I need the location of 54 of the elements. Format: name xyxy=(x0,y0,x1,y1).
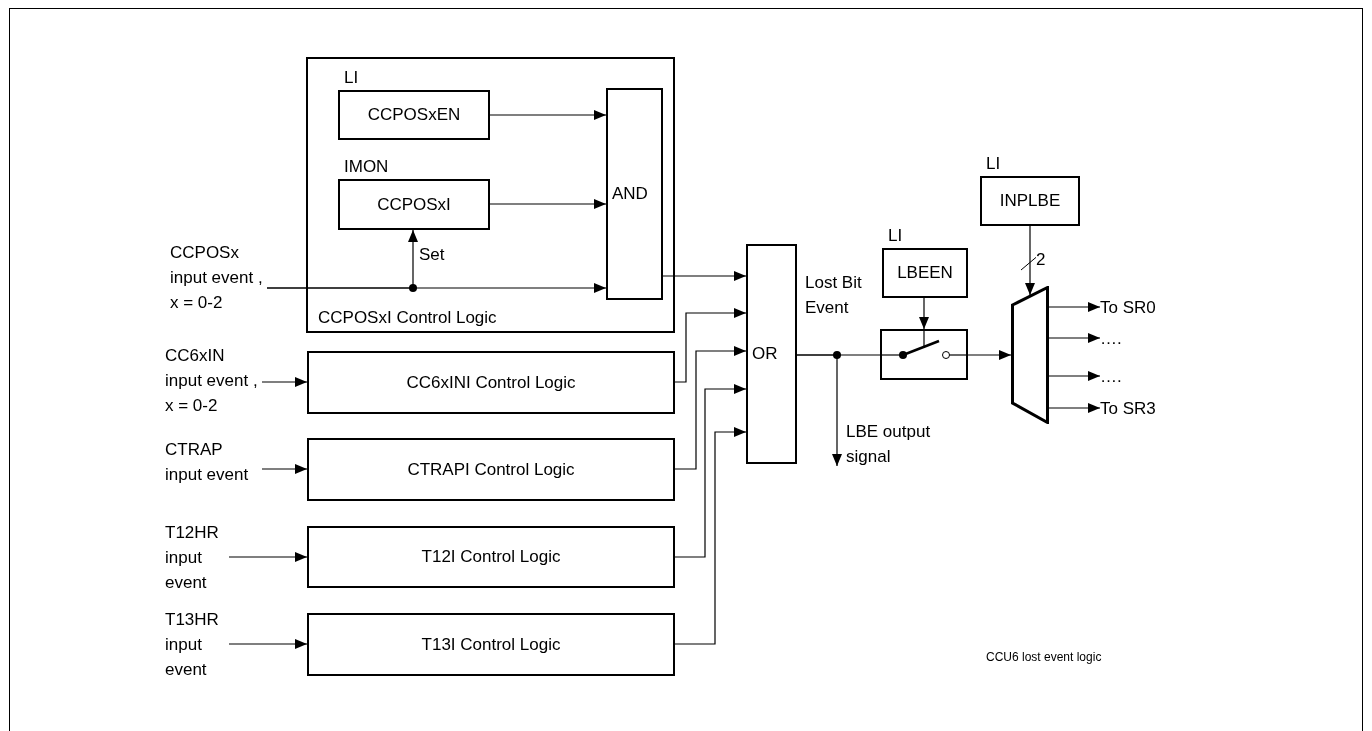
arrow xyxy=(1048,302,1101,312)
register-group-label: LI xyxy=(888,225,903,247)
arrow xyxy=(228,639,308,649)
arrow xyxy=(674,427,747,645)
arrow xyxy=(674,384,747,558)
block-label: OR xyxy=(752,343,778,366)
register-group-label: LI xyxy=(344,67,359,89)
block-label: CC6xINI Control Logic xyxy=(406,371,576,394)
input-label: CTRAP input event xyxy=(165,437,262,487)
block-label: AND xyxy=(612,183,648,206)
gate-box xyxy=(606,88,663,300)
arrow xyxy=(1048,403,1101,413)
gate-box xyxy=(746,244,797,464)
arrow xyxy=(674,308,747,383)
block-label: CTRAPI Control Logic xyxy=(407,458,575,481)
arrow xyxy=(662,271,747,281)
arrow xyxy=(261,464,308,474)
register-group-label: LI xyxy=(986,153,1001,175)
logic-block xyxy=(307,351,675,414)
input-label: CC6xIN input event , x = 0-2 xyxy=(165,343,262,418)
logic-block xyxy=(307,526,675,588)
block-label: T13I Control Logic xyxy=(421,633,561,656)
multiplexer-symbol xyxy=(1011,286,1049,424)
logic-block xyxy=(306,57,675,333)
register-name: LBEEN xyxy=(897,262,953,285)
register-name: CCPOSxI xyxy=(377,193,451,216)
input-label: T13HR input event xyxy=(165,607,229,682)
register-name: CCPOSxEN xyxy=(367,104,461,127)
arrow xyxy=(1048,333,1101,343)
arrow xyxy=(1025,225,1035,296)
output-label: To SR3 xyxy=(1100,397,1180,419)
figure-note: CCU6 lost event logic xyxy=(986,649,1102,666)
arrow xyxy=(228,552,308,562)
input-label: T12HR input event xyxy=(165,520,229,595)
register-name: INPLBE xyxy=(999,190,1061,213)
arrow xyxy=(261,377,308,387)
arrow xyxy=(489,110,607,120)
logic-block xyxy=(307,613,675,676)
switch-symbol xyxy=(880,329,968,380)
arrow xyxy=(489,199,607,209)
arrow xyxy=(1048,371,1101,381)
output-label: …. xyxy=(1100,327,1180,349)
block-label: T12I Control Logic xyxy=(421,546,561,569)
register-group-label: IMON xyxy=(344,156,389,178)
logic-block xyxy=(307,438,675,501)
arrow xyxy=(967,350,1012,360)
block-title: CCPOSxI Control Logic xyxy=(318,306,497,329)
output-label: …. xyxy=(1100,365,1180,387)
arrow xyxy=(266,283,607,293)
arrow xyxy=(674,346,747,470)
arrow xyxy=(796,354,842,467)
output-label: To SR0 xyxy=(1100,296,1180,318)
input-label: CCPOSx input event , x = 0-2 xyxy=(170,240,267,315)
arrow xyxy=(919,297,929,330)
